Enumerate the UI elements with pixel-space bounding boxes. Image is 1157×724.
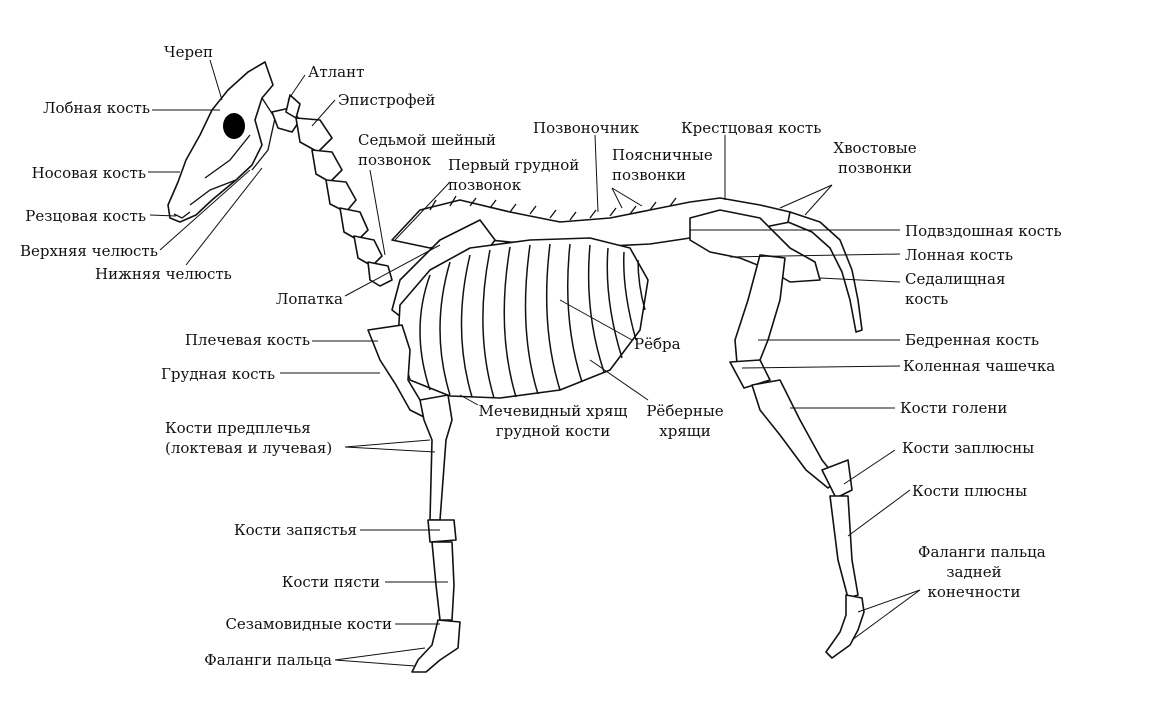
label-sternum: Грудная кость [160, 365, 275, 383]
ribcage [397, 237, 649, 399]
label-metacarpus: Кости пясти [281, 573, 380, 591]
label-frontal-bone: Лобная кость [42, 99, 150, 117]
label-carpus: Кости запястья [233, 521, 357, 539]
label-forearm: Кости предплечья(локтевая и лучевая) [165, 419, 333, 457]
pelvis [689, 209, 821, 283]
label-maxilla: Верхняя челюсть [20, 242, 158, 260]
cervical-vertebrae [271, 94, 393, 287]
label-sacrum: Крестцовая кость [681, 119, 822, 137]
label-sesamoid: Сезамовидные кости [225, 615, 392, 633]
tail [787, 211, 863, 333]
label-metatarsus: Кости плюсны [912, 482, 1028, 500]
label-humerus: Плечевая кость [184, 331, 310, 349]
eye-orbit [223, 113, 245, 139]
label-spine: Позвоночник [533, 119, 640, 137]
label-ribs: Рёбра [634, 335, 681, 353]
label-axis: Эпистрофей [338, 91, 436, 109]
label-tibia: Кости голени [900, 399, 1008, 417]
leader-lines [148, 59, 921, 667]
front-leg [367, 324, 461, 673]
label-pubis: Лонная кость [905, 246, 1013, 264]
label-skull: Череп [164, 43, 213, 61]
label-scapula: Лопатка [275, 290, 343, 308]
label-incisive-bone: Резцовая кость [25, 207, 146, 225]
hind-leg [729, 254, 865, 659]
label-atlas: Атлант [308, 63, 365, 81]
skull [167, 61, 276, 223]
label-ilium: Подвздошная кость [905, 222, 1062, 240]
label-femur: Бедренная кость [905, 331, 1040, 349]
label-tarsus: Кости заплюсны [902, 439, 1035, 457]
label-phalanges: Фаланги пальца [204, 651, 332, 669]
label-patella: Коленная чашечка [903, 357, 1056, 375]
label-nasal-bone: Носовая кость [31, 164, 146, 182]
label-mandible: Нижняя челюсть [95, 265, 232, 283]
